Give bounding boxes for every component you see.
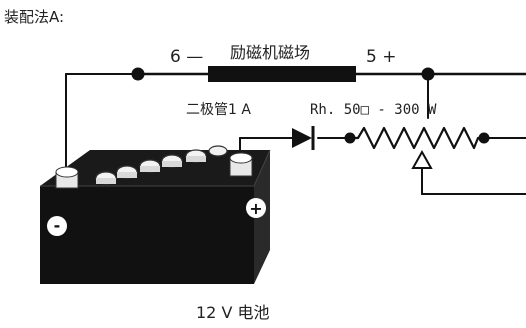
junction-dot-left <box>131 67 145 81</box>
field-plus-label: 5 + <box>366 47 396 67</box>
negative-symbol: - <box>54 216 61 235</box>
field-minus-label: 6 — <box>170 47 203 67</box>
exciter-field-coil <box>208 66 356 82</box>
diagram-title: 装配法A: <box>4 8 64 26</box>
junction-dot-right <box>421 67 435 81</box>
field-coil-label: 励磁机磁场 <box>230 43 310 62</box>
diode-label: 二极管1 A <box>186 102 251 118</box>
positive-terminal-post <box>229 152 253 177</box>
negative-marker <box>47 216 67 236</box>
rheostat-label: Rh. 50□ - 300 W <box>310 102 437 118</box>
battery-label: 12 V 电池 <box>196 303 269 322</box>
battery-12v: - + <box>40 145 271 284</box>
rheostat-wiper-arrow <box>411 149 433 169</box>
rheostat-resistor <box>350 126 484 150</box>
positive-symbol: + <box>249 199 262 218</box>
positive-marker <box>246 198 266 218</box>
junction-dots <box>131 67 490 144</box>
diode-symbol <box>292 126 315 150</box>
negative-terminal-post <box>55 166 79 189</box>
